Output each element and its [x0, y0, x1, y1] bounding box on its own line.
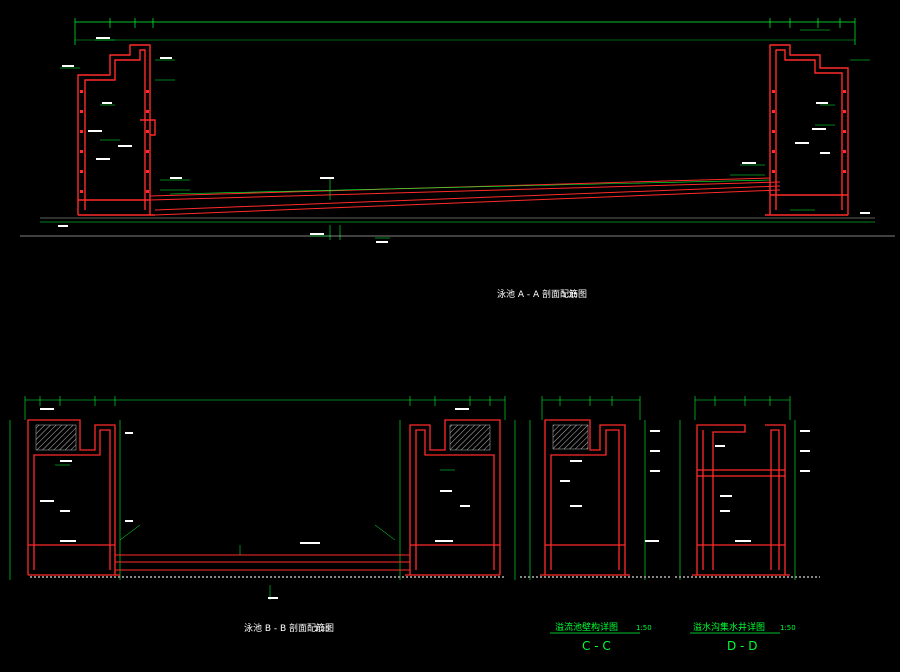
section-a-floor-dimension	[169, 178, 771, 240]
section-d-tag: D - D	[727, 639, 757, 653]
section-b-title: 泳池 B - B 剖面配筋图	[244, 622, 334, 634]
section-d-scale: 1:50	[780, 624, 796, 632]
section-c-hatch	[552, 424, 589, 450]
section-d-d: 溢水沟集水井详图 1:50 D - D	[675, 396, 820, 653]
section-a-ground	[20, 217, 895, 237]
section-d-title: 溢水沟集水井详图	[693, 621, 765, 633]
section-b-left-hatch	[35, 424, 77, 451]
section-a-annotations	[60, 29, 870, 239]
section-a-left-wall	[77, 44, 156, 216]
section-c-annotation-text	[560, 430, 660, 542]
section-a-a: 泳池 A - A 剖面配筋图 1:25	[20, 18, 895, 300]
section-b-left-wall	[27, 419, 120, 576]
section-b-right-wall	[405, 419, 501, 576]
section-a-scale: 1:25	[562, 291, 578, 299]
section-b-right-hatch	[449, 424, 491, 451]
section-d-annotation-text	[715, 430, 810, 542]
section-c-c: 溢流池壁构详图 1:50 C - C	[520, 396, 670, 653]
section-a-left-wall-fill	[80, 90, 149, 193]
section-c-wall	[540, 419, 630, 576]
section-a-dimension-top	[74, 18, 856, 45]
section-c-scale: 1:50	[636, 624, 652, 632]
section-a-annotation-text	[58, 37, 870, 243]
section-c-dimensions	[529, 396, 646, 580]
section-b-dimension-top	[9, 396, 516, 580]
section-b-scale: 1:25	[314, 625, 330, 633]
section-c-tag: C - C	[582, 639, 611, 653]
section-a-title: 泳池 A - A 剖面配筋图	[497, 288, 587, 300]
section-d-dimensions	[679, 396, 796, 580]
section-a-right-wall	[765, 44, 849, 216]
section-c-title: 溢流池壁构详图	[555, 621, 618, 633]
section-a-right-wall-fill	[772, 90, 846, 173]
section-d-wall	[692, 424, 790, 576]
section-b-b: 泳池 B - B 剖面配筋图 1:25	[9, 396, 516, 634]
section-b-annotation-text	[40, 408, 470, 599]
section-b-pool-floor	[115, 554, 410, 571]
